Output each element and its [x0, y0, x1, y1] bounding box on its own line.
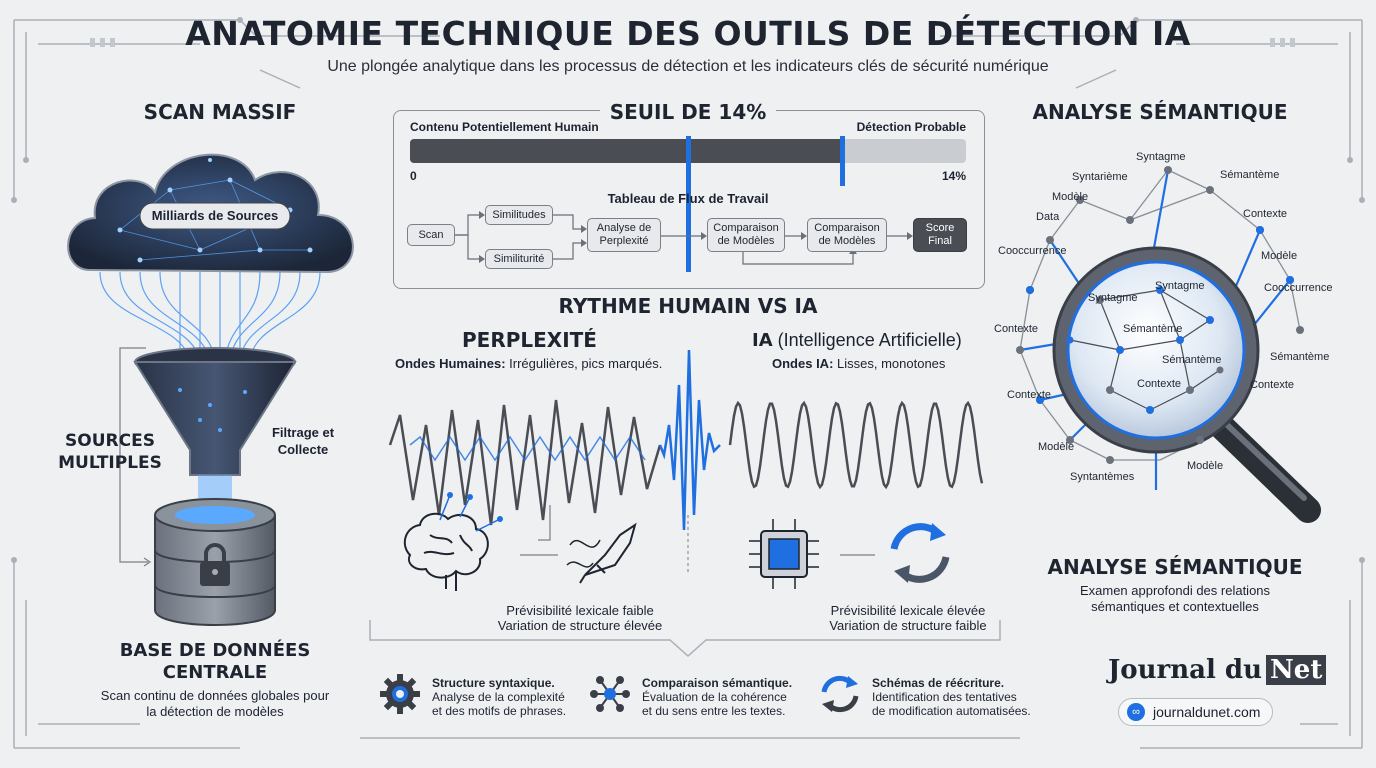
- human-wave: [388, 399, 662, 526]
- node-contexte-r2: Contexte: [1250, 379, 1294, 391]
- flow-step-score: Score Final: [913, 218, 967, 252]
- semantic-network: Syntagme Syntarième Sémantème Modèle Dat…: [994, 151, 1332, 523]
- footer-item-rewrite: Schémas de réécriture.Identification des…: [872, 676, 1031, 718]
- threshold-bar-fill: [410, 139, 840, 163]
- node-contexte-l1: Contexte: [994, 323, 1038, 335]
- gear-icon: [380, 674, 420, 714]
- rhythm-title: RYTHME HUMAIN VS IA: [558, 294, 818, 318]
- scan-massif-title: SCAN MASSIF: [143, 100, 297, 124]
- workflow-arrows: [455, 211, 913, 265]
- db-description: Scan continu de données globales pour la…: [100, 688, 330, 719]
- node-semanteme-top: Sémantème: [1220, 169, 1279, 181]
- node-semanteme-in1: Sémantème: [1123, 323, 1182, 335]
- scan-illustration: [67, 153, 354, 626]
- node-contexte-r1: Contexte: [1243, 208, 1287, 220]
- brand-link[interactable]: ∞ journaldunet.com: [1118, 698, 1274, 726]
- threshold-title: SEUIL DE 14%: [600, 100, 776, 124]
- flow-step-scan: Scan: [407, 224, 455, 246]
- center-spike: [658, 349, 721, 531]
- node-syntarieme: Syntarième: [1072, 171, 1128, 183]
- node-cooccurrence-r: Cooccurrence: [1264, 282, 1332, 294]
- center-marker: [686, 136, 691, 272]
- scale-max: 14%: [941, 169, 966, 183]
- node-syntagme-in1: Syntagme: [1088, 292, 1138, 304]
- sources-label: SOURCES MULTIPLES: [58, 431, 162, 473]
- flow-step-comparaison-2: Comparaison de Modèles: [807, 218, 887, 252]
- funnel-label: Filtrage et Collecte: [271, 425, 335, 457]
- refresh-icon: [890, 523, 950, 583]
- footer-item-syntax: Structure syntaxique.Analyse de la compl…: [432, 676, 567, 718]
- node-modele-r1: Modèle: [1261, 250, 1297, 262]
- node-syntagme-in2: Syntagme: [1155, 280, 1205, 292]
- network-icon: [590, 676, 630, 712]
- node-contexte-l2: Contexte: [1007, 389, 1051, 401]
- threshold-marker: [840, 136, 845, 186]
- magnifier-handle: [1202, 407, 1321, 523]
- scale-min: 0: [410, 169, 417, 183]
- page-title: ANATOMIE TECHNIQUE DES OUTILS DE DÉTECTI…: [185, 14, 1191, 53]
- flow-step-perplexite: Analyse de Perplexité: [587, 218, 661, 252]
- node-modele-b: Modèle: [1187, 460, 1223, 472]
- node-modele-l: Modèle: [1038, 441, 1074, 453]
- ai-wave: [728, 400, 984, 490]
- semantic-description: Examen approfondi des relations sémantiq…: [1079, 583, 1271, 614]
- node-contexte-in: Contexte: [1137, 378, 1181, 390]
- page-subtitle: Une plongée analytique dans les processu…: [327, 58, 1049, 75]
- flow-step-comparaison-1: Comparaison de Modèles: [707, 218, 785, 252]
- semantic-title: ANALYSE SÉMANTIQUE: [1032, 100, 1288, 124]
- flow-step-similiturite: Similiturité: [485, 249, 553, 269]
- waveform-chart: [370, 349, 1000, 591]
- ai-wave-caption: Ondes IA: Lisses, monotones: [772, 356, 946, 371]
- pen-icon: [566, 522, 637, 584]
- human-wave-caption: Ondes Humaines: Irrégulières, pics marqu…: [395, 356, 663, 371]
- node-syntagme-top: Syntagme: [1136, 151, 1186, 163]
- workflow-title: Tableau de Flux de Travail: [607, 191, 769, 206]
- cloud-label: Milliards de Sources: [151, 208, 279, 223]
- node-cooccurrence-l: Cooccurrence: [998, 245, 1066, 257]
- ai-title: IA (Intelligence Artificielle): [752, 330, 962, 351]
- semantic-bottom-title: ANALYSE SÉMANTIQUE: [1047, 555, 1303, 579]
- node-data: Data: [1036, 211, 1060, 223]
- link-icon: ∞: [1127, 703, 1145, 721]
- human-wave-blue: [409, 435, 646, 462]
- perplexity-title: PERPLEXITÉ: [462, 328, 597, 352]
- footer-item-semantic: Comparaison sémantique.Évaluation de la …: [642, 676, 793, 718]
- brain-icon: [403, 492, 503, 591]
- human-content-label: Contenu Potentiellement Humain: [410, 120, 599, 134]
- rewrite-cycle-icon: [821, 675, 859, 713]
- chip-icon: [749, 519, 819, 589]
- db-title: BASE DE DONNÉES CENTRALE: [119, 640, 311, 683]
- node-syntantemes: Syntantèmes: [1070, 471, 1135, 483]
- detection-label: Détection Probable: [856, 120, 966, 134]
- flow-step-similitudes: Similitudes: [485, 205, 553, 225]
- node-modele-top: Modèle: [1052, 191, 1088, 203]
- node-semanteme-in2: Sémantème: [1162, 354, 1221, 366]
- node-semanteme-r: Sémantème: [1270, 351, 1329, 363]
